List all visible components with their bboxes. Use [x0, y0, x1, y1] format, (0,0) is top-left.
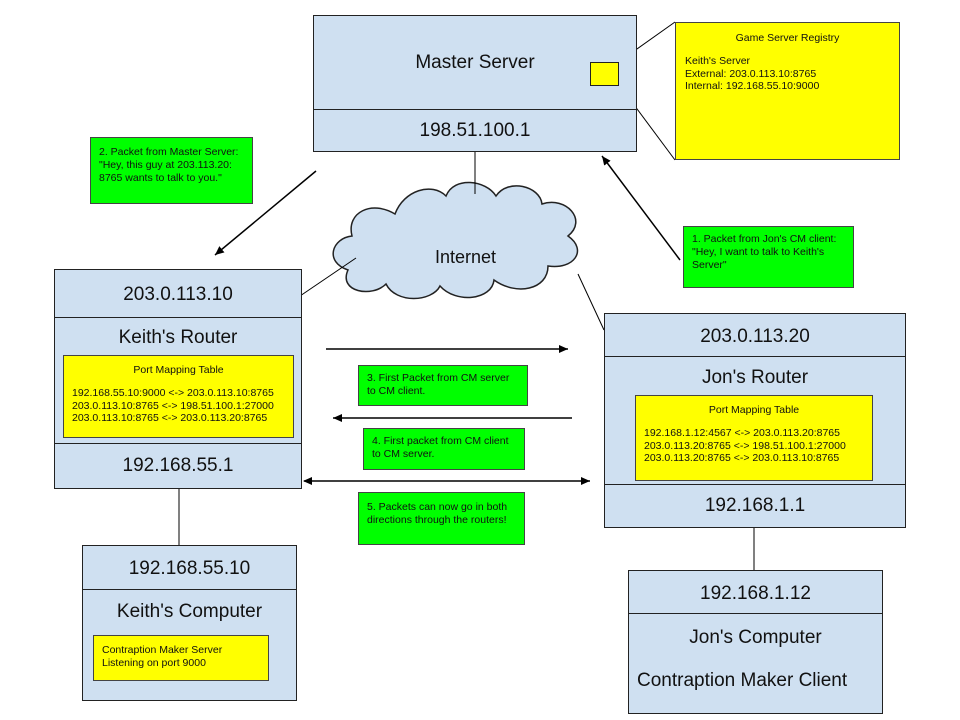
internet-label: Internet	[435, 247, 497, 267]
step1-note: 1. Packet from Jon's CM client: "Hey, I …	[683, 226, 854, 288]
cm-server-app: Contraption Maker Server Listening on po…	[93, 635, 269, 681]
master-server-ip-band: 198.51.100.1	[314, 109, 636, 152]
keiths-router-internal-ip: 192.168.55.1	[122, 455, 234, 476]
note-line: 2. Packet from Master Server:	[99, 146, 239, 158]
app-line: Listening on port 9000	[102, 656, 206, 669]
note-line: 1. Packet from Jon's CM client:	[692, 233, 837, 245]
jons-computer: 192.168.1.12 Jon's Computer Contraption …	[628, 570, 883, 714]
registry-marker	[590, 62, 619, 86]
app-line: Contraption Maker Server	[102, 644, 223, 656]
keiths-computer: 192.168.55.10 Keith's Computer Contrapti…	[82, 545, 297, 701]
port-mapping-row: 203.0.113.10:8765 <-> 198.51.100.1:27000	[72, 399, 274, 412]
note-line: directions through the routers!	[367, 513, 507, 526]
registry-line: External: 203.0.113.10:8765	[685, 67, 817, 80]
port-mapping-row: 192.168.1.12:4567 <-> 203.0.113.20:8765	[644, 426, 840, 439]
jons-router-body: Jon's Router Port Mapping Table 192.168.…	[605, 356, 905, 484]
step2-note: 2. Packet from Master Server: "Hey, this…	[90, 137, 253, 204]
jons-router-name: Jon's Router	[701, 367, 809, 388]
step1-arrow	[601, 155, 681, 261]
jons-computer-ip: 192.168.1.12	[700, 583, 811, 604]
port-mapping-row: 203.0.113.10:8765 <-> 203.0.113.20:8765	[72, 412, 268, 425]
registry-line: Keith's Server	[685, 54, 751, 67]
master-server-ip: 198.51.100.1	[419, 120, 531, 141]
master-server-title: Master Server	[415, 52, 535, 73]
keiths-router: 203.0.113.10 Keith's Router Port Mapping…	[54, 269, 302, 489]
note-line: 4. First packet from CM client	[372, 435, 509, 447]
jons-computer-body: Jon's Computer Contraption Maker Client	[629, 613, 882, 714]
jons-router: 203.0.113.20 Jon's Router Port Mapping T…	[604, 313, 906, 528]
step3-note: 3. First Packet from CM server to CM cli…	[358, 365, 528, 406]
internet-cloud	[332, 181, 579, 300]
port-mapping-row: 192.168.55.10:9000 <-> 203.0.113.10:8765	[72, 386, 274, 399]
master-server: Master Server 198.51.100.1	[313, 15, 637, 152]
note-line: 3. First Packet from CM server	[367, 372, 510, 384]
jons-router-internal-band: 192.168.1.1	[605, 484, 905, 528]
jons-router-internal-ip: 192.168.1.1	[704, 495, 806, 516]
keiths-router-external-ip: 203.0.113.10	[123, 284, 233, 305]
keiths-computer-body: Keith's Computer Contraption Maker Serve…	[83, 589, 296, 701]
step5-note: 5. Packets can now go in both directions…	[358, 492, 525, 545]
port-mapping-row: 203.0.113.20:8765 <-> 198.51.100.1:27000	[644, 439, 846, 452]
keiths-router-name: Keith's Router	[118, 327, 238, 348]
keiths-computer-name: Keith's Computer	[116, 601, 263, 622]
keiths-computer-ip: 192.168.55.10	[128, 558, 251, 579]
note-line: "Hey, I want to talk to Keith's	[692, 245, 825, 258]
note-line: to CM server.	[372, 447, 435, 460]
jons-port-mapping-table: Port Mapping Table 192.168.1.12:4567 <->…	[635, 395, 873, 481]
port-mapping-title: Port Mapping Table	[133, 364, 224, 376]
keiths-router-internal-band: 192.168.55.1	[55, 443, 301, 489]
cm-client-app: Contraption Maker Client	[637, 670, 848, 691]
registry-title: Game Server Registry	[735, 32, 840, 44]
note-line: to CM client.	[367, 384, 426, 397]
step4-note: 4. First packet from CM client to CM ser…	[363, 428, 525, 470]
internet-to-keiths-router-line	[299, 257, 357, 297]
note-line: 8765 wants to talk to you."	[99, 171, 222, 184]
port-mapping-row: 203.0.113.20:8765 <-> 203.0.113.10:8765	[644, 452, 840, 465]
registry-line: Internal: 192.168.55.10:9000	[685, 80, 820, 93]
step2-arrow	[214, 170, 317, 256]
port-mapping-title: Port Mapping Table	[708, 404, 800, 416]
note-line: "Hey, this guy at 203.113.20:	[99, 158, 232, 171]
jons-router-external-ip: 203.0.113.20	[700, 326, 810, 347]
internet-to-jons-router-line	[577, 273, 605, 331]
keiths-port-mapping-table: Port Mapping Table 192.168.55.10:9000 <-…	[63, 355, 294, 438]
keiths-router-body: Keith's Router Port Mapping Table 192.16…	[55, 317, 301, 443]
note-line: Server"	[692, 258, 727, 271]
jons-computer-name: Jon's Computer	[689, 627, 822, 648]
note-line: 5. Packets can now go in both	[367, 501, 508, 513]
game-server-registry: Game Server Registry Keith's Server Exte…	[675, 22, 900, 160]
